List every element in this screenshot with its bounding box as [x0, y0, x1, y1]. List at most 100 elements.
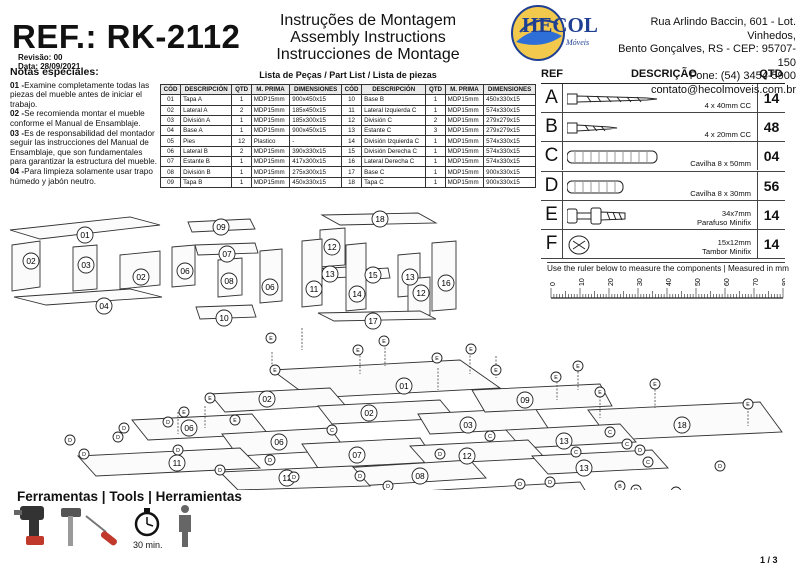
notes-title: Notas especiales:	[10, 66, 99, 78]
svg-text:D: D	[438, 452, 442, 458]
dowel-short-icon	[567, 180, 624, 194]
table-cell: 15	[340, 145, 363, 158]
table-cell: MDP15mm	[444, 114, 485, 127]
email: contato@hecolmoveis.com.br	[650, 83, 796, 96]
svg-text:12: 12	[327, 242, 337, 252]
ruler-label: 70	[753, 278, 760, 286]
svg-text:D: D	[218, 468, 222, 474]
table-cell: MDP15mm	[444, 166, 485, 178]
table-cell: Base C	[361, 166, 427, 178]
table-cell: -	[289, 135, 342, 147]
table-cell: Lateral Derecha C	[361, 156, 427, 168]
svg-text:E: E	[356, 348, 360, 354]
svg-text:06: 06	[265, 282, 275, 292]
callout-e: E	[431, 352, 443, 364]
svg-text:03: 03	[81, 260, 91, 270]
assembly-label: 01	[395, 377, 413, 395]
table-cell: MDP15mm	[250, 176, 291, 188]
svg-text:D: D	[638, 448, 642, 454]
table-cell: 3	[425, 125, 446, 137]
parts-col-header: M. PRIMA	[444, 83, 485, 96]
table-cell: 275x300x15	[289, 166, 342, 178]
table-cell: División A	[180, 114, 233, 127]
callout-c: C	[326, 424, 338, 436]
table-cell: Plastico	[250, 135, 291, 147]
assembly-label: 06	[180, 419, 198, 437]
svg-text:18: 18	[375, 214, 385, 224]
panel-label: 04	[95, 297, 113, 315]
svg-text:C: C	[608, 430, 612, 436]
ruler-label: 0	[550, 282, 557, 286]
panel-label: 08	[220, 272, 238, 290]
table-cell: 450x330x15	[483, 94, 536, 106]
hardware-qty: 14	[757, 84, 785, 112]
svg-text:09: 09	[520, 395, 530, 405]
table-cell: Base B	[361, 94, 427, 106]
svg-text:D: D	[292, 475, 296, 481]
table-cell: MDP15mm	[250, 145, 291, 158]
ruler-label: 40	[666, 278, 673, 286]
callout-d: D	[544, 476, 556, 488]
hecol-logo: HECOL Móveis	[511, 5, 598, 61]
callout-d: D	[382, 480, 394, 490]
assembly-label: 13	[575, 459, 593, 477]
panel-label: 15	[364, 266, 382, 284]
note-2: 02 -Se recomienda montar el mueble confo…	[10, 109, 145, 128]
table-cell: 1	[425, 176, 446, 188]
svg-text:D: D	[82, 452, 86, 458]
panel-label: 07	[218, 245, 236, 263]
svg-text:12: 12	[462, 451, 472, 461]
table-cell: 390x330x15	[289, 145, 342, 158]
table-cell: 1	[231, 176, 252, 188]
table-cell: 900x330x15	[483, 176, 536, 188]
special-notes: Notas especiales: 01 -Examine completame…	[10, 66, 158, 186]
dowel-long-icon	[567, 150, 658, 164]
callout-d: D	[214, 464, 226, 476]
screwdriver-icon	[85, 515, 117, 546]
callout-d: D	[112, 431, 124, 443]
ruler-section: Use the ruler below to measure the compo…	[547, 262, 789, 312]
table-cell: Tapa A	[180, 94, 233, 106]
svg-text:E: E	[233, 418, 237, 424]
assembly-label: 18	[673, 416, 691, 434]
table-cell: 07	[159, 156, 182, 168]
minifix-cam-icon	[568, 235, 590, 255]
ruler-label: 50	[695, 278, 702, 286]
callout-d: D	[354, 470, 366, 482]
tools-title: Ferramentas | Tools | Herramientas	[17, 489, 242, 504]
phone: Fone: (54) 3454-5900	[689, 70, 796, 82]
hardware-header: REF DESCRIÇÃO QTD	[541, 68, 785, 84]
table-cell: 02	[159, 104, 182, 116]
svg-text:E: E	[469, 347, 473, 353]
table-cell: Pies	[180, 135, 233, 147]
callout-e: E	[550, 371, 562, 383]
hardware-ref: E	[541, 200, 563, 229]
screw-long-icon	[567, 93, 658, 105]
revision-info: Revisão: 00 Data: 28/09/2021	[18, 53, 80, 71]
svg-text:E: E	[182, 410, 186, 416]
svg-text:D: D	[268, 458, 272, 464]
svg-text:D: D	[166, 420, 170, 426]
assembly-label: 03	[459, 416, 477, 434]
person-icon	[179, 505, 191, 547]
panel-label: 17	[364, 312, 382, 330]
company-info: Rua Arlindo Baccin, 601 - Lot. Vinhedos,…	[612, 16, 796, 97]
drill-icon	[14, 506, 44, 545]
table-cell: 1	[425, 135, 446, 147]
table-cell: MDP15mm	[444, 135, 485, 147]
svg-text:12: 12	[416, 288, 426, 298]
table-cell: 900x450x15	[289, 125, 342, 137]
parts-col-header: M. PRIMA	[250, 83, 291, 96]
callout-d: D	[434, 448, 446, 460]
callout-e: E	[572, 360, 584, 372]
svg-text:07: 07	[222, 249, 232, 259]
hardware-label-size: Cavilha 8 x 30mm	[690, 188, 751, 198]
panel-label: 13	[401, 268, 419, 286]
svg-text:D: D	[518, 482, 522, 488]
table-cell: 16	[340, 156, 363, 168]
svg-text:E: E	[653, 382, 657, 388]
